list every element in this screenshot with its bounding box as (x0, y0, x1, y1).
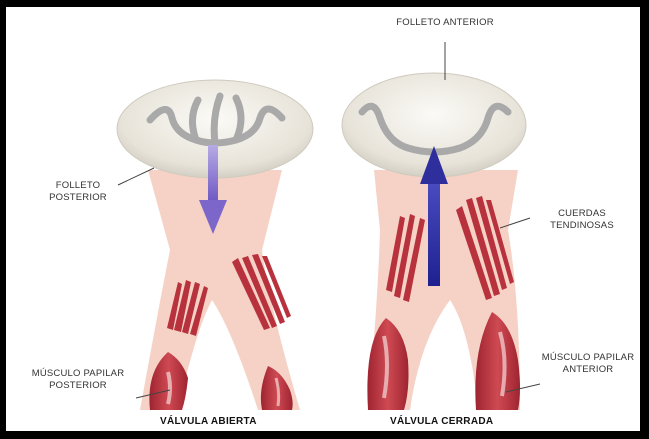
closed-valve-group (342, 73, 526, 410)
label-posterior-papillary-muscle: MÚSCULO PAPILAR POSTERIOR (18, 368, 138, 392)
caption-closed-valve: VÁLVULA CERRADA (390, 416, 493, 427)
leader-posterior-leaflet (118, 168, 154, 185)
open-valve-group (117, 80, 313, 410)
label-posterior-leaflet: FOLLETO POSTERIOR (36, 180, 120, 204)
caption-open-valve: VÁLVULA ABIERTA (160, 416, 257, 427)
label-anterior-leaflet: FOLLETO ANTERIOR (380, 17, 510, 29)
label-anterior-papillary-muscle: MÚSCULO PAPILAR ANTERIOR (532, 352, 644, 376)
label-chordae-tendineae: CUERDAS TENDINOSAS (530, 208, 634, 232)
